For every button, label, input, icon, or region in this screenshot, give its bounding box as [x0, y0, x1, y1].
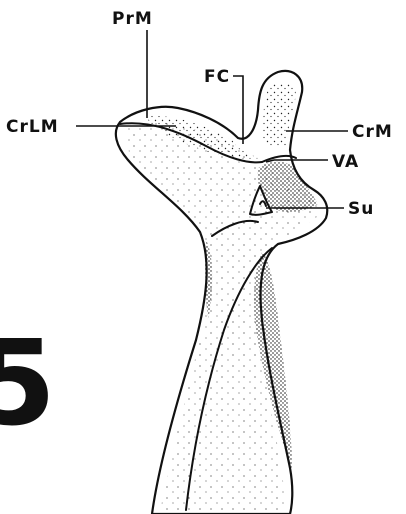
- bone-body: [116, 71, 327, 514]
- label-crlm: CrLM: [6, 117, 59, 137]
- label-va: VA: [332, 152, 359, 172]
- label-prm: PrM: [112, 9, 153, 29]
- label-su: Su: [348, 199, 374, 219]
- label-crm: CrM: [352, 122, 393, 142]
- figure-number: 5: [0, 314, 56, 452]
- label-fc: FC: [204, 67, 230, 87]
